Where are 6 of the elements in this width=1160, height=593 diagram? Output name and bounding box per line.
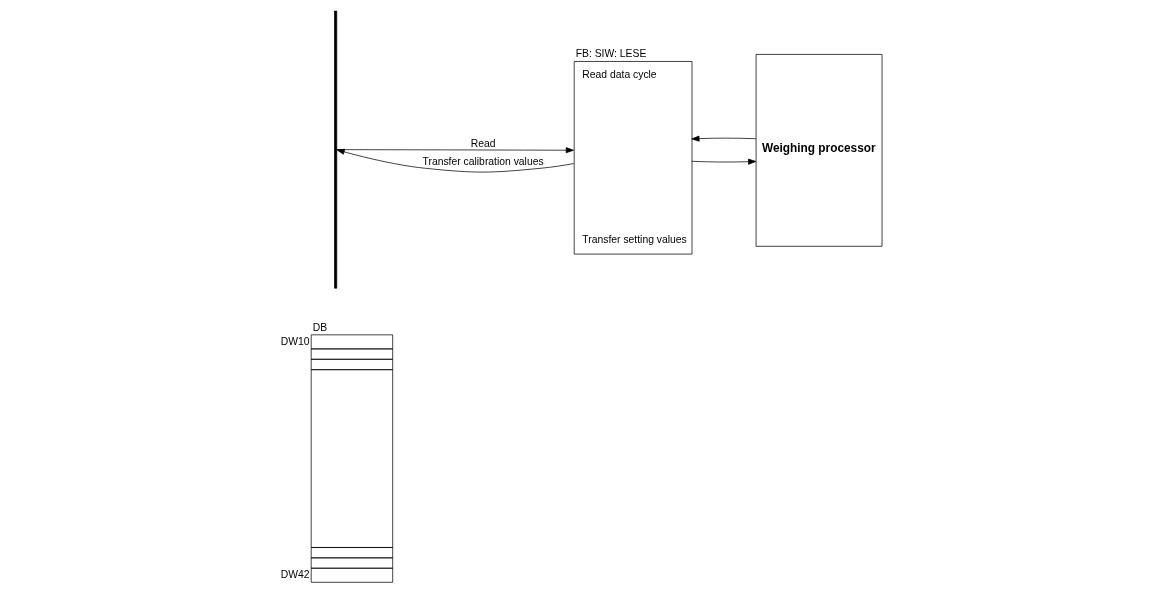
node-label: DW10 — [280, 335, 310, 347]
node-label: DW42 — [280, 569, 310, 580]
node-label: DB — [312, 321, 327, 333]
edge-label: Transfer calibration values — [422, 156, 544, 168]
node-label: FB: SIW: LESE — [575, 48, 646, 60]
edge-label: Read — [470, 137, 495, 149]
